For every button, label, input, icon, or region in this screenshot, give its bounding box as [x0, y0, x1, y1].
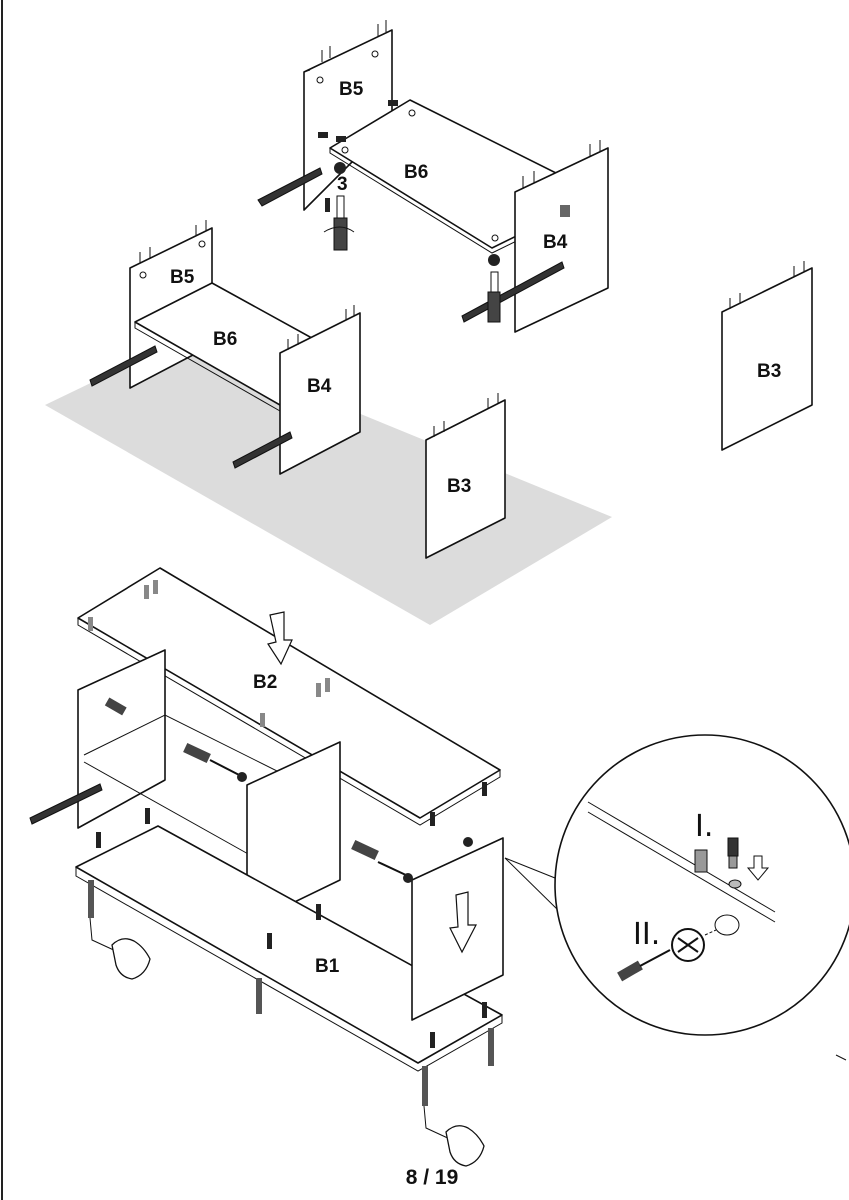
runner-left-2: [232, 431, 293, 469]
dowels-b2: [88, 580, 487, 826]
callout-number: 3: [337, 174, 348, 195]
panel-b3-right: [721, 267, 813, 451]
bottom-assembly: B2 B1: [29, 567, 504, 1167]
runner-bottom-left: [29, 783, 103, 825]
arrow-down-icon: [267, 611, 293, 666]
label-b3-middle: B3: [447, 476, 471, 497]
panel-b4-left: [279, 312, 361, 475]
step-label-1: I.: [695, 809, 713, 844]
label-b6-top: B6: [404, 162, 428, 183]
zoom-circle: [554, 734, 849, 1036]
label-b1: B1: [315, 956, 340, 977]
panel-side-left: [77, 649, 166, 829]
screwdriver-icon-2: [487, 254, 501, 323]
dowels-b1: [96, 808, 487, 1048]
hand-icon-2: [423, 1105, 485, 1167]
floor-shadow: [45, 340, 612, 625]
dowels-b4-top: [522, 140, 601, 188]
arrow-down-icon-2: [449, 891, 477, 954]
dowels-b4-left: [287, 305, 355, 350]
top-assembly: 3 B5 B6 B4: [257, 20, 609, 333]
detail-zoom: I. II.: [504, 734, 849, 1036]
label-b5-left: B5: [170, 267, 195, 288]
runner-top-left: [257, 167, 323, 207]
screwdriver-icon-3: [104, 697, 247, 782]
label-b6-left: B6: [213, 329, 237, 350]
label-b4-left: B4: [307, 376, 332, 397]
label-b3-right: B3: [757, 361, 781, 382]
middle-assembly: B5 B6 B4: [89, 220, 361, 475]
adjustable-feet: [88, 880, 494, 1106]
screwdriver-icon: [323, 195, 355, 251]
dowel-icon: [694, 849, 708, 873]
step-label-2: II.: [633, 917, 660, 952]
dowels-b5-top: [316, 20, 387, 84]
dowels-b5-left: [139, 220, 207, 279]
cam-lock-icon: [334, 162, 346, 174]
label-b4-top: B4: [543, 232, 568, 253]
runner-left: [89, 345, 158, 387]
screwdriver-icon-4: [351, 837, 473, 883]
page-number: 8 / 19: [406, 1166, 459, 1189]
label-b5-top: B5: [339, 79, 364, 100]
panel-b3-middle: [425, 399, 506, 559]
label-b2: B2: [253, 672, 277, 693]
hand-icon: [89, 917, 151, 980]
screwdriver-icon-detail: [617, 960, 643, 982]
panel-b4-top: [514, 147, 609, 333]
b3-panels: B3 B3: [425, 261, 813, 559]
